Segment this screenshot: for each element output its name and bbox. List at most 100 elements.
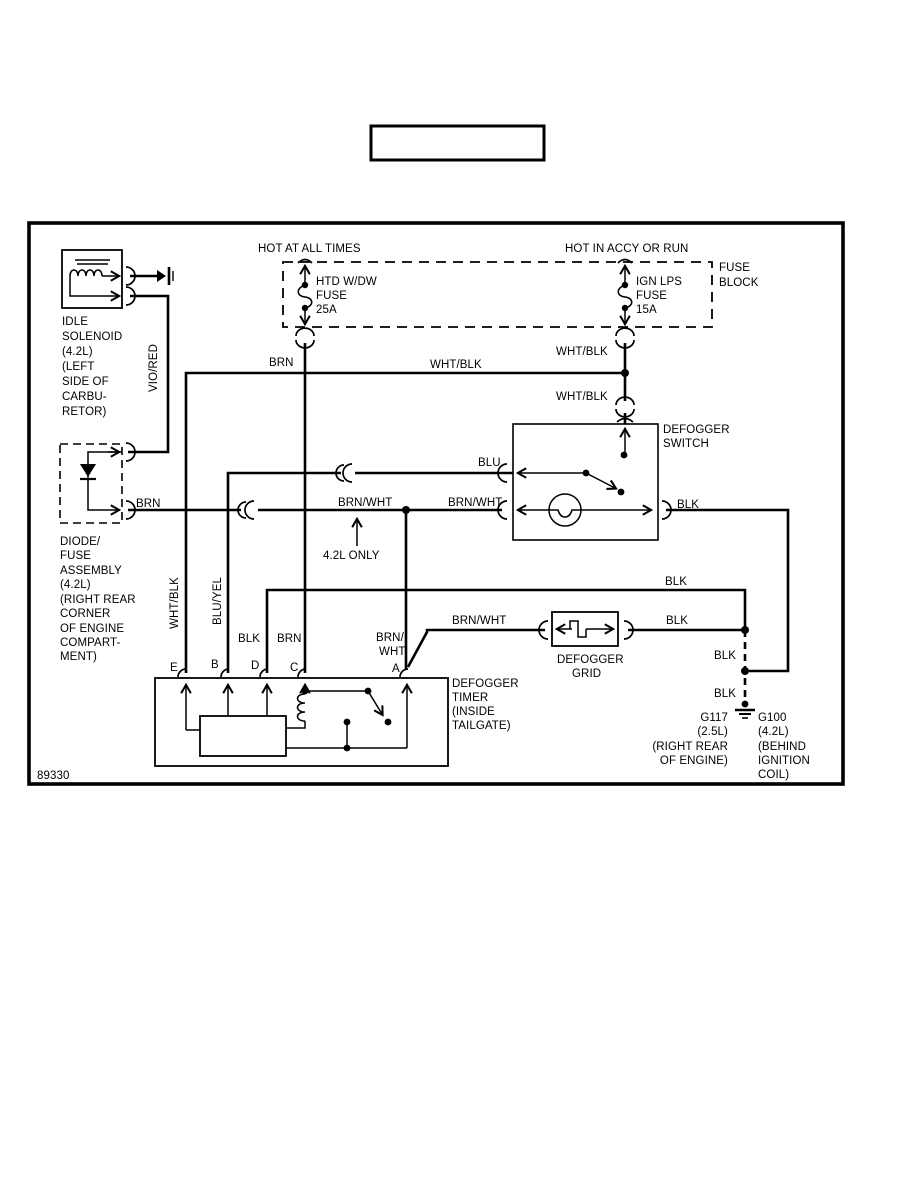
- htd-fuse-label: HTD W/DW: [316, 276, 377, 288]
- ground-g100-label: IGNITION: [758, 755, 810, 767]
- junction-dot: [741, 626, 749, 634]
- defogger-timer-label: TIMER: [452, 692, 488, 704]
- wire-label-vio-red: VIO/RED: [148, 344, 160, 392]
- terminator-symbol: [157, 267, 174, 285]
- timer-internals: [186, 686, 407, 749]
- wire-label-brn: BRN: [136, 498, 161, 510]
- defogger-grid-label: DEFOGGER: [557, 654, 624, 666]
- diode-assembly-label: DIODE/: [60, 536, 101, 548]
- wire-label-brn-wht: BRN/WHT: [452, 615, 506, 627]
- diode-symbol: [80, 464, 96, 481]
- diode-assembly-label: (RIGHT REAR: [60, 594, 136, 606]
- ground-g117-label: (2.5L): [697, 726, 728, 738]
- power-source-right: HOT IN ACCY OR RUN: [565, 243, 688, 255]
- ign-fuse-symbol: [617, 258, 633, 324]
- ground-symbol: [735, 700, 755, 719]
- idle-solenoid-label: RETOR): [62, 406, 107, 418]
- title-box: [369, 124, 546, 162]
- note-42l-only: 4.2L ONLY: [323, 550, 380, 562]
- terminal-symbol: [177, 668, 409, 678]
- defogger-switch-label: DEFOGGER: [663, 424, 730, 436]
- fuse-block: HTD W/DW FUSE 25A IGN LPS FUSE 15A FUSE …: [282, 258, 759, 328]
- ign-fuse-label: FUSE: [636, 290, 667, 302]
- defogger-timer-box: [154, 677, 449, 767]
- ground-g117: G117: [700, 712, 728, 724]
- wire-label-blu-yel: BLU/YEL: [212, 577, 224, 626]
- defogger-switch-box: [512, 423, 659, 541]
- ign-fuse-rating: 15A: [636, 304, 657, 316]
- terminal-e: E: [170, 662, 178, 674]
- idle-solenoid-label: SOLENOID: [62, 331, 122, 343]
- power-source-left: HOT AT ALL TIMES: [258, 243, 361, 255]
- wire-label-brn-wht: WHT: [379, 646, 405, 658]
- defogger-timer: DEFOGGER TIMER (INSIDE TAILGATE): [154, 668, 519, 767]
- grid-element-icon: [558, 620, 612, 638]
- diode-assembly-box: [59, 443, 123, 524]
- wire-label-blk: BLK: [714, 688, 736, 700]
- wire-vio-red: [128, 294, 170, 454]
- wire-label-blu: BLU: [478, 457, 501, 469]
- wire-label-wht-blk: WHT/BLK: [556, 346, 608, 358]
- wires: [128, 343, 790, 702]
- ground-g100-label: COIL): [758, 769, 789, 781]
- htd-fuse-label: FUSE: [316, 290, 347, 302]
- relay-contact-icon: [367, 690, 382, 714]
- diagram-border: [27, 221, 845, 786]
- inline-connector-symbol: [237, 463, 672, 640]
- wire-label-wht-blk: WHT/BLK: [430, 359, 482, 371]
- defogger-switch-label: SWITCH: [663, 438, 709, 450]
- diode-assembly-label: MENT): [60, 651, 97, 663]
- idle-solenoid-label: IDLE: [62, 316, 88, 328]
- idle-solenoid-label: (4.2L): [62, 346, 93, 358]
- diode-fuse-assembly: DIODE/ FUSE ASSEMBLY (4.2L) (RIGHT REAR …: [59, 442, 136, 663]
- ground-g117-label: OF ENGINE): [660, 755, 728, 767]
- ground-g100-label: (4.2L): [758, 726, 789, 738]
- defogger-timer-label: DEFOGGER: [452, 678, 519, 690]
- ground-g100-label: (BEHIND: [758, 741, 806, 753]
- defogger-grid-box: [551, 611, 619, 647]
- timer-module-box: [199, 715, 287, 757]
- solenoid-coil-icon: [69, 259, 118, 296]
- defogger-timer-label: TAILGATE): [452, 720, 511, 732]
- defogger-timer-label: (INSIDE: [452, 706, 495, 718]
- terminal-b: B: [211, 659, 219, 671]
- relay-coil-icon: [296, 693, 306, 722]
- idle-solenoid-box: [61, 249, 123, 309]
- fuse-block-box: [282, 261, 713, 328]
- wire-label-blk: BLK: [714, 650, 736, 662]
- junction-dot: [741, 667, 749, 675]
- wire-label-brn-wht: BRN/WHT: [448, 497, 502, 509]
- wire-label-brn: BRN: [269, 357, 294, 369]
- wire-blu-yel: [226, 471, 341, 673]
- htd-fuse-rating: 25A: [316, 304, 337, 316]
- ground-labels: G117 (2.5L) (RIGHT REAR OF ENGINE) G100 …: [652, 712, 810, 781]
- indicator-lamp-icon: [548, 493, 582, 527]
- wire-label-blk: BLK: [238, 633, 260, 645]
- diode-assembly-label: COMPART-: [60, 637, 121, 649]
- figure-number: 89330: [37, 770, 69, 782]
- diode-assembly-label: ASSEMBLY: [60, 565, 122, 577]
- terminal-d: D: [251, 660, 259, 672]
- wire-blk-switch: [666, 508, 790, 673]
- wire-label-brn-wht: BRN/WHT: [338, 497, 392, 509]
- fuse-block-label: FUSE: [719, 262, 750, 274]
- terminal-a: A: [392, 663, 400, 675]
- idle-solenoid: IDLE SOLENOID (4.2L) (LEFT SIDE OF CARBU…: [61, 249, 136, 418]
- fuse-block-label: BLOCK: [719, 277, 759, 289]
- idle-solenoid-label: SIDE OF: [62, 376, 109, 388]
- defogger-switch: DEFOGGER SWITCH: [512, 417, 730, 541]
- ground-g100: G100: [758, 712, 787, 724]
- diode-assembly-label: OF ENGINE: [60, 623, 124, 635]
- wire-label-blk: BLK: [665, 576, 687, 588]
- defogger-grid: DEFOGGER GRID: [551, 611, 624, 680]
- wire-label-blk: BLK: [666, 615, 688, 627]
- diode-assembly-label: FUSE: [60, 550, 91, 562]
- wire-label-wht-blk: WHT/BLK: [169, 577, 181, 629]
- junction-dot: [621, 369, 629, 377]
- switch-contact-icon: [585, 472, 625, 496]
- idle-solenoid-label: CARBU-: [62, 391, 107, 403]
- idle-solenoid-label: (LEFT: [62, 361, 94, 373]
- diode-assembly-label: (4.2L): [60, 579, 91, 591]
